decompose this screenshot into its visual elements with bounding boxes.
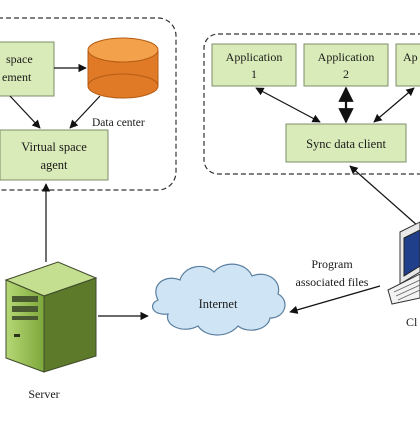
arrow-management-to-agent xyxy=(9,95,41,129)
database-cylinder-icon xyxy=(87,37,159,99)
data-center-label: Data center xyxy=(92,117,145,129)
svg-text:1: 1 xyxy=(251,67,257,81)
arrow-datacenter-to-agent xyxy=(69,95,101,129)
arrow-app1-sync xyxy=(255,87,321,123)
server-label: Server xyxy=(28,387,59,401)
application-2-box: Application 2 xyxy=(303,43,389,87)
desktop-computer-icon xyxy=(387,221,420,305)
svg-text:Application: Application xyxy=(318,50,375,64)
arrow-client-to-internet xyxy=(289,285,381,314)
cloud-icon xyxy=(151,263,286,336)
space-management-box: space ement xyxy=(0,41,55,97)
application-3-box: Ap xyxy=(395,43,420,87)
svg-text:Application: Application xyxy=(226,50,283,64)
svg-text:Virtual space: Virtual space xyxy=(21,140,87,154)
program-files-label: Program xyxy=(311,257,353,271)
svg-text:agent: agent xyxy=(40,158,68,172)
svg-text:ement: ement xyxy=(2,70,32,84)
svg-text:2: 2 xyxy=(343,67,349,81)
left-group-frame xyxy=(0,17,177,191)
application-1-box: Application 1 xyxy=(211,43,297,87)
right-group-frame xyxy=(203,33,420,175)
virtual-space-agent-box: Virtual space agent xyxy=(0,129,109,181)
client-label: Cl xyxy=(406,315,418,329)
sync-data-client-box: Sync data client xyxy=(285,123,407,163)
arrow-app3-sync xyxy=(373,87,415,123)
svg-text:space: space xyxy=(6,52,33,66)
svg-text:Sync data client: Sync data client xyxy=(306,137,386,151)
server-tower-icon xyxy=(4,261,98,373)
arrow-client-to-sync xyxy=(349,165,419,227)
internet-label: Internet xyxy=(199,297,238,311)
program-files-label-line2: associated files xyxy=(296,275,369,289)
svg-text:Ap: Ap xyxy=(403,50,418,64)
